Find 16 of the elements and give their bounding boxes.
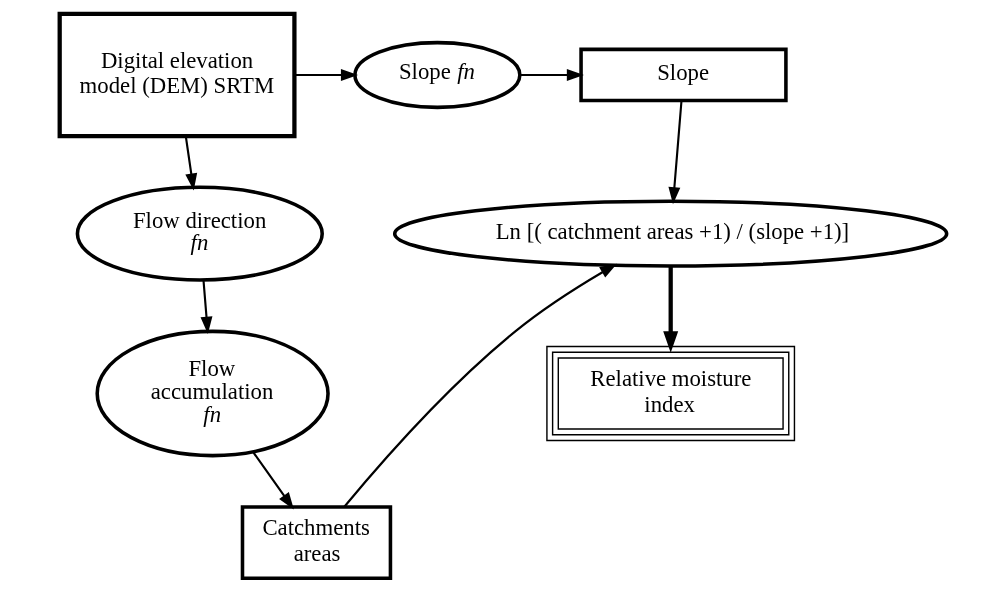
arrow [294,69,358,81]
node-ellipse: Flow accumulation fn [94,329,330,458]
arrow [342,263,617,508]
node-ellipse: Slope fn [352,40,522,110]
arrow [667,100,683,205]
node-box: Slope [578,47,788,103]
node-ellipse: Flow direction fn [75,185,324,282]
node-box: Catchments areas [240,505,392,580]
node-box: Relative moisture index [545,345,795,442]
arrow [252,451,294,510]
arrow [662,266,678,353]
node-box: Digital elevation model (DEM) SRTM [57,11,297,139]
node-ellipse: Ln [( catchment areas +1) / (slope +1)] [392,199,948,268]
arrow [519,69,584,81]
arrow [200,279,212,334]
arrow [184,136,197,191]
